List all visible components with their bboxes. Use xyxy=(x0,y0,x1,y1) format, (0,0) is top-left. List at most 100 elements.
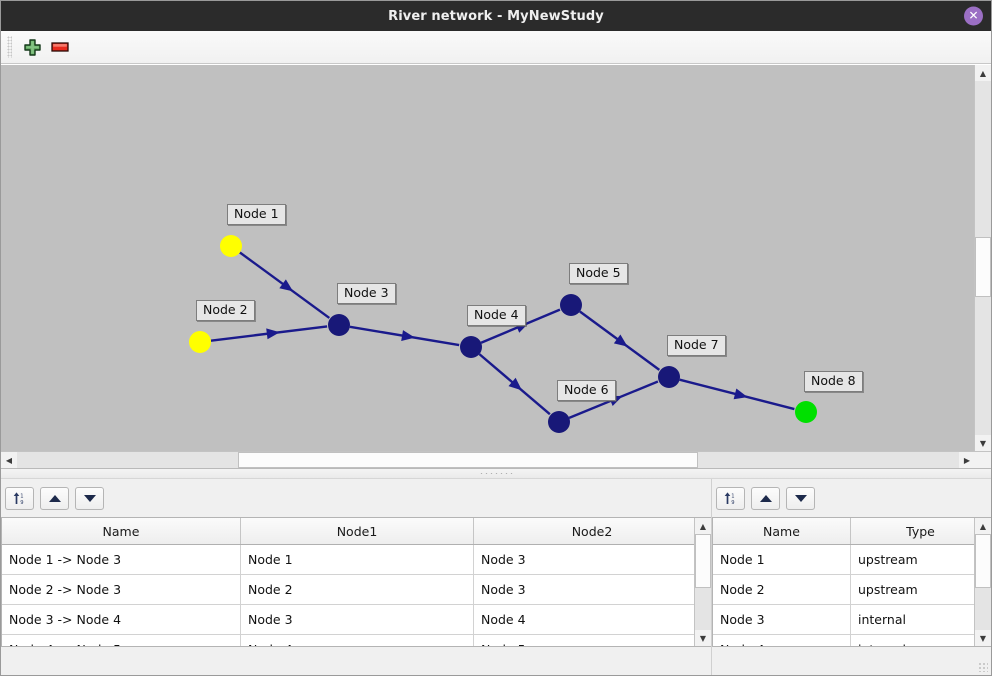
table-cell[interactable]: internal xyxy=(850,604,991,635)
close-icon[interactable]: ✕ xyxy=(964,6,983,26)
splitter-grip xyxy=(479,472,513,475)
table-cell[interactable]: Node 1 xyxy=(713,544,851,575)
scroll-right-icon[interactable]: ▶ xyxy=(959,452,975,468)
graph-node-node-4[interactable] xyxy=(460,336,482,358)
branch-move-up-button[interactable] xyxy=(40,486,69,510)
svg-text:9: 9 xyxy=(731,500,734,506)
column-header-node1[interactable]: Node1 xyxy=(240,518,474,545)
branch-move-down-button[interactable] xyxy=(75,486,104,510)
panel-splitter[interactable] xyxy=(1,468,991,479)
table-cell[interactable]: Node 2 xyxy=(713,574,851,605)
table-cell[interactable]: Node 2 -> Node 3 xyxy=(2,574,241,605)
column-header-name[interactable]: Name xyxy=(713,518,851,545)
table-cell[interactable]: Node 3 -> Node 4 xyxy=(2,604,241,635)
minus-rect-icon xyxy=(51,42,69,52)
column-header-node2[interactable]: Node2 xyxy=(473,518,711,545)
node-label-node-2: Node 2 xyxy=(196,300,255,321)
edge-arrow-icon xyxy=(613,334,628,347)
main-toolbar xyxy=(1,31,991,64)
table-cell[interactable]: internal xyxy=(850,634,991,646)
triangle-down-icon xyxy=(794,494,807,502)
graph-node-node-8[interactable] xyxy=(795,401,817,423)
svg-text:1: 1 xyxy=(20,493,23,499)
table-cell[interactable]: Node 3 xyxy=(473,544,711,575)
sort-icon: 1 9 xyxy=(724,491,735,506)
graph-edges xyxy=(210,251,795,419)
node-move-up-button[interactable] xyxy=(751,486,780,510)
triangle-up-icon xyxy=(759,494,772,502)
node-scroll-up-icon[interactable]: ▲ xyxy=(975,518,991,534)
table-cell[interactable]: upstream xyxy=(850,544,991,575)
column-header-type[interactable]: Type xyxy=(850,518,991,545)
node-label-node-8: Node 8 xyxy=(804,371,863,392)
graph-node-node-2[interactable] xyxy=(189,331,211,353)
hscroll-thumb[interactable] xyxy=(238,452,698,468)
delete-node-button[interactable] xyxy=(46,34,74,60)
graph-node-node-1[interactable] xyxy=(220,235,242,257)
node-move-down-button[interactable] xyxy=(786,486,815,510)
scroll-down-icon[interactable]: ▼ xyxy=(975,435,991,451)
column-header-name[interactable]: Name xyxy=(2,518,241,545)
window-titlebar: River network - MyNewStudy ✕ xyxy=(1,1,991,31)
node-sort-button[interactable]: 1 9 xyxy=(716,486,745,510)
branch-scroll-down-icon[interactable]: ▼ xyxy=(695,630,711,646)
node-table-scrollbar[interactable]: ▲ ▼ xyxy=(974,518,991,646)
network-graph[interactable] xyxy=(1,65,976,451)
table-cell[interactable]: Node 3 xyxy=(240,604,474,635)
table-cell[interactable]: Node 3 xyxy=(473,574,711,605)
edge-arrow-icon xyxy=(733,388,748,400)
branch-table-scrollbar[interactable]: ▲ ▼ xyxy=(694,518,711,646)
branch-scroll-thumb[interactable] xyxy=(695,534,711,588)
edge-arrow-icon xyxy=(266,328,280,340)
node-label-node-6: Node 6 xyxy=(557,380,616,401)
graph-node-node-3[interactable] xyxy=(328,314,350,336)
branch-panel-footer xyxy=(1,647,711,675)
table-row[interactable]: Node 4internal xyxy=(713,634,991,646)
table-cell[interactable]: Node 1 xyxy=(240,544,474,575)
graph-nodes[interactable] xyxy=(189,235,817,433)
vscroll-thumb[interactable] xyxy=(975,237,991,297)
canvas-horizontal-scrollbar[interactable]: ◀ ▶ xyxy=(1,451,991,468)
table-cell[interactable]: upstream xyxy=(850,574,991,605)
table-cell[interactable]: Node 3 xyxy=(713,604,851,635)
branch-scroll-up-icon[interactable]: ▲ xyxy=(695,518,711,534)
graph-node-node-6[interactable] xyxy=(548,411,570,433)
window-resize-grip[interactable] xyxy=(978,662,988,672)
node-label-node-5: Node 5 xyxy=(569,263,628,284)
table-cell[interactable]: Node 4 xyxy=(240,634,474,646)
toolbar-drag-handle[interactable] xyxy=(7,36,12,58)
node-scroll-down-icon[interactable]: ▼ xyxy=(975,630,991,646)
branch-sort-button[interactable]: 1 9 xyxy=(5,486,34,510)
table-cell[interactable]: Node 4 xyxy=(713,634,851,646)
table-cell[interactable]: Node 4 xyxy=(473,604,711,635)
scroll-up-icon[interactable]: ▲ xyxy=(975,65,991,81)
graph-node-node-7[interactable] xyxy=(658,366,680,388)
node-scroll-thumb[interactable] xyxy=(975,534,991,588)
table-cell[interactable]: Node 4 -> Node 5 xyxy=(2,634,241,646)
add-node-button[interactable] xyxy=(18,34,46,60)
table-cell[interactable]: Node 2 xyxy=(240,574,474,605)
graph-node-node-5[interactable] xyxy=(560,294,582,316)
table-cell[interactable]: Node 1 -> Node 3 xyxy=(2,544,241,575)
table-cell[interactable]: Node 5 xyxy=(473,634,711,646)
canvas-vertical-scrollbar[interactable]: ▲ ▼ xyxy=(974,65,991,451)
scroll-left-icon[interactable]: ◀ xyxy=(1,452,17,468)
